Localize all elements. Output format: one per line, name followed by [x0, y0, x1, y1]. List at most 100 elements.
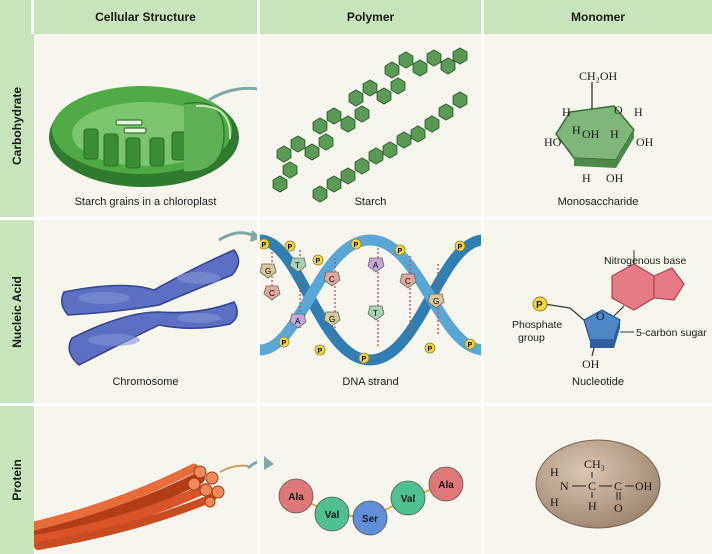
glucose-unit — [312, 185, 328, 203]
label-oh: OH — [582, 127, 600, 141]
glucose-unit — [340, 115, 356, 133]
glucose-unit — [348, 89, 364, 107]
header-label: Cellular Structure — [95, 10, 196, 24]
column-header-polymer: Polymer — [260, 0, 484, 34]
glucose-unit — [326, 175, 342, 193]
amino-acid-bead — [352, 500, 388, 536]
label-phosphate-p: P — [536, 300, 543, 311]
label-c: C — [614, 479, 622, 493]
label-o: O — [614, 501, 623, 515]
base-letter: A — [295, 317, 301, 326]
phosphate-letter: P — [262, 242, 267, 249]
amino-acid-bead — [428, 466, 464, 502]
amino-acid-label: Val — [325, 510, 340, 521]
amino-acid-label: Val — [401, 494, 416, 505]
phosphate-marker — [424, 342, 436, 354]
glucose-unit — [410, 125, 426, 143]
label-h: H — [610, 127, 619, 141]
base-shape — [427, 293, 445, 309]
glucose-unit — [424, 115, 440, 133]
label-h: H — [582, 171, 591, 185]
caption-nucleotide: Nucleotide — [572, 376, 624, 388]
cell-monosaccharide: CH₂OH O H H H OH H OH HO H OH Monosaccha… — [484, 34, 712, 220]
base-shape — [323, 271, 341, 287]
arrow-head — [264, 456, 274, 470]
label-ho: HO — [544, 135, 562, 149]
amino-acid-bead — [390, 480, 426, 516]
label-ch3: CH₃ — [584, 457, 605, 471]
phosphate-marker — [358, 352, 370, 364]
base-shape — [263, 285, 281, 301]
corner-cell — [0, 0, 34, 34]
glucose-unit — [326, 107, 342, 125]
label-c: C — [588, 479, 596, 493]
cell-starch: Starch — [260, 34, 484, 220]
phosphate-letter: P — [354, 242, 359, 249]
row-label: Carbohydrate — [10, 86, 24, 165]
amino-acid-label: Ala — [438, 480, 454, 491]
label-five-carbon-sugar: 5-carbon sugar — [636, 327, 707, 339]
label-oh: OH — [606, 171, 624, 185]
phosphate-letter: P — [282, 340, 287, 347]
amino-acid-structure: H N H C CH₃ H C OH O — [535, 439, 661, 529]
glucose-unit — [272, 175, 288, 193]
base-letter: C — [405, 277, 411, 286]
glucose-unit — [354, 157, 370, 175]
label-h: H — [588, 499, 597, 513]
label-oh: OH — [582, 357, 600, 371]
cell-amino-acid: H N H C CH₃ H C OH O — [484, 406, 712, 554]
glucose-unit — [382, 141, 398, 159]
label-n: N — [560, 479, 569, 493]
protein-fiber-illustration — [34, 460, 257, 550]
base-shape — [289, 257, 307, 273]
base-shape — [367, 305, 385, 321]
base-letter: T — [373, 309, 378, 318]
amino-acid-label: Ala — [288, 492, 304, 503]
chromosome-illustration — [61, 230, 257, 366]
glucose-unit — [304, 143, 320, 161]
phosphate-letter: P — [288, 244, 293, 251]
glucose-unit — [290, 135, 306, 153]
phosphate-marker — [314, 344, 326, 356]
glucose-unit — [390, 77, 406, 95]
base-letter: A — [373, 261, 379, 270]
caption-monosaccharide: Monosaccharide — [557, 196, 639, 208]
phosphate-letter: P — [428, 346, 433, 353]
glucose-unit — [426, 49, 442, 67]
label-oh: OH — [635, 479, 653, 493]
row-header-protein: Protein — [0, 406, 34, 554]
label-phosphate: Phosphate — [512, 319, 562, 331]
phosphate-letter: P — [316, 258, 321, 265]
phosphate-marker — [260, 238, 270, 250]
row-header-nucleic-acid: Nucleic Acid — [0, 220, 34, 406]
amino-acid-bead — [314, 496, 350, 532]
phosphate-marker — [454, 240, 466, 252]
phosphate-letter: P — [318, 348, 323, 355]
label-ch2oh: CH₂OH — [579, 69, 618, 83]
phosphate-letter: P — [458, 244, 463, 251]
glucose-unit — [412, 59, 428, 77]
glucose-unit — [368, 147, 384, 165]
glucose-unit — [340, 167, 356, 185]
row-header-carbohydrate: Carbohydrate — [0, 34, 34, 220]
glucose-unit — [362, 79, 378, 97]
glucose-unit — [276, 145, 292, 163]
glucose-unit — [354, 105, 370, 123]
label-h: H — [550, 465, 559, 479]
glucose-structure: CH₂OH O H H H OH H OH HO H OH — [544, 69, 654, 185]
glucose-unit — [384, 61, 400, 79]
caption-starch: Starch — [354, 196, 387, 208]
header-label: Monomer — [571, 10, 625, 24]
row-label: Protein — [10, 459, 24, 501]
caption-dna-strand: DNA strand — [342, 376, 399, 388]
glucose-unit — [318, 133, 334, 151]
glucose-unit — [398, 51, 414, 69]
chloroplast-illustration — [49, 86, 257, 187]
glucose-unit — [312, 117, 328, 135]
glucose-unit — [282, 161, 298, 179]
base-letter: C — [269, 289, 275, 298]
starch-chain-illustration — [272, 47, 468, 203]
phosphate-marker — [284, 240, 296, 252]
